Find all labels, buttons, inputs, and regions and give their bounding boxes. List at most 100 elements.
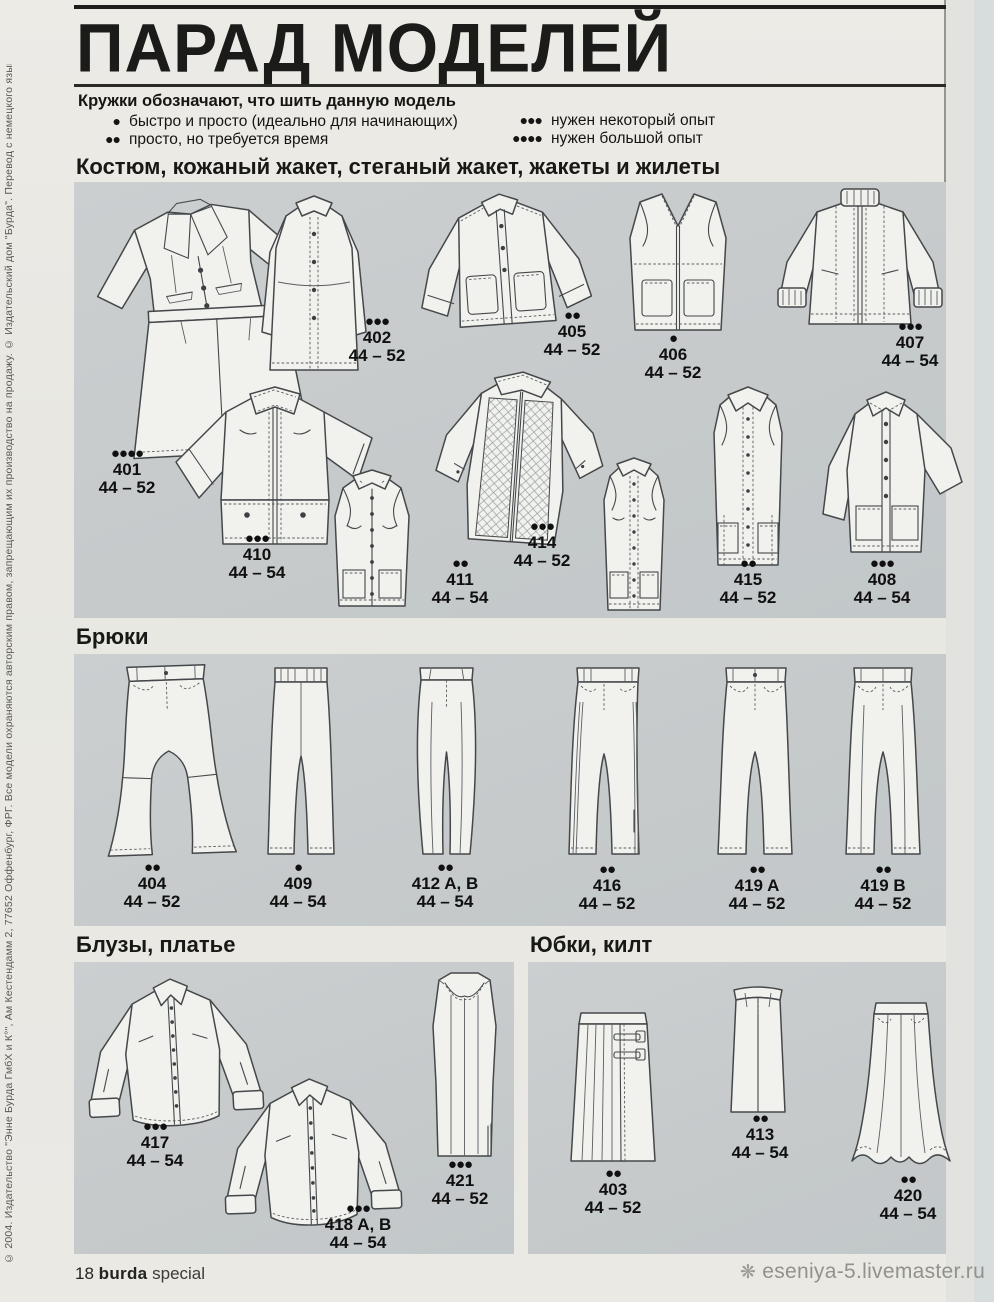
page-edge-margin [946, 0, 974, 1302]
difficulty-dots: ●●● [345, 1200, 371, 1217]
model-sizes: 44 – 52 [513, 551, 571, 571]
model-number: 408 [867, 570, 897, 589]
model-405-jacket-drawing [408, 184, 600, 344]
model-number: 417 [140, 1133, 170, 1152]
legend-item: ● быстро и просто (идеально для начинающ… [78, 113, 938, 131]
model-number: 413 [745, 1125, 775, 1144]
model-409-trousers-drawing [250, 660, 352, 858]
model-408-label: ●●● 408 44 – 54 [827, 555, 937, 608]
difficulty-dots: ● [112, 113, 121, 129]
difficulty-dots: ●●● [142, 1118, 168, 1135]
model-sizes: 44 – 54 [126, 1151, 184, 1171]
model-415-label: ●● 415 44 – 52 [693, 555, 803, 608]
model-409-label: ● 409 44 – 54 [243, 859, 353, 912]
difficulty-dots: ●●● [529, 518, 555, 535]
section-title-jackets: Костюм, кожаный жакет, стеганый жакет, ж… [76, 154, 721, 179]
difficulty-dots: ●● [739, 555, 757, 572]
difficulty-dots: ●● [604, 1165, 622, 1182]
model-411-vest-drawing [310, 468, 434, 612]
model-410-label: ●●● 410 44 – 54 [202, 530, 312, 583]
model-sizes: 44 – 52 [543, 340, 601, 360]
difficulty-dots: ●● [598, 861, 616, 878]
difficulty-dots: ●●● [897, 318, 923, 335]
model-sizes: 44 – 52 [719, 588, 777, 608]
model-number: 405 [557, 322, 587, 341]
model-419b-trousers-drawing [828, 660, 938, 858]
model-sizes: 44 – 54 [881, 351, 939, 371]
section-title-skirts: Юбки, килт [530, 932, 653, 957]
model-sizes: 44 – 52 [578, 894, 636, 914]
model-419a-label: ●● 419 A 44 – 52 [702, 861, 812, 914]
model-415-long-vest-drawing [583, 456, 685, 616]
model-number: 401 [112, 460, 142, 479]
model-404-trousers-drawing [87, 655, 252, 862]
model-number: 419 B [860, 876, 906, 895]
model-410-jacket-drawing [168, 382, 382, 566]
difficulty-dots: ●● [874, 861, 892, 878]
top-rule [74, 5, 946, 9]
model-number: 418 A, B [324, 1215, 392, 1234]
model-number: 407 [895, 333, 925, 352]
model-406-vest-drawing [610, 186, 746, 338]
difficulty-dots: ●●● [244, 530, 270, 547]
legend-heading: Кружки обозначают, что шить данную модел… [78, 92, 456, 110]
model-403-kilt-drawing [558, 1003, 668, 1167]
copyright-sidebar: © 2004. Издательство "Энне Бурда ГмбХ и … [3, 64, 15, 1264]
model-417-label: ●●● 417 44 – 54 [100, 1118, 210, 1171]
model-number: 406 [658, 345, 688, 364]
model-sizes: 44 – 54 [416, 892, 474, 912]
model-sizes: 44 – 52 [584, 1198, 642, 1218]
model-number: 409 [283, 874, 313, 893]
model-number: 403 [598, 1180, 628, 1199]
difficulty-dots: ●● [751, 1110, 769, 1127]
difficulty-dots: ●●● [869, 555, 895, 572]
model-sizes: 44 – 54 [329, 1233, 387, 1253]
legend-text: нужен большой опыт [551, 130, 703, 147]
model-418-blouse-drawing [210, 1073, 413, 1242]
difficulty-dots: ● [668, 330, 678, 347]
model-416-label: ●● 416 44 – 52 [552, 861, 662, 914]
model-number: 402 [362, 328, 392, 347]
model-414-quilted-jacket-drawing [427, 362, 609, 555]
flower-icon: ❋ [740, 1262, 757, 1283]
model-421-label: ●●● 421 44 – 52 [405, 1156, 515, 1209]
model-sizes: 44 – 54 [431, 588, 489, 608]
difficulty-legend: Кружки обозначают, что шить данную модел… [78, 92, 938, 149]
model-412-trousers-drawing [393, 660, 500, 858]
model-number: 416 [592, 876, 622, 895]
model-420-skirt-drawing [850, 993, 952, 1173]
model-420-label: ●● 420 44 – 54 [853, 1171, 963, 1224]
model-419a-trousers-drawing [698, 660, 812, 858]
model-421-dress-drawing [416, 966, 513, 1163]
model-419b-label: ●● 419 B 44 – 52 [828, 861, 938, 914]
model-418-label: ●●● 418 A, B 44 – 54 [303, 1200, 413, 1253]
difficulty-dots: ● [293, 859, 303, 876]
model-number: 410 [242, 545, 272, 564]
model-sizes: 44 – 52 [98, 478, 156, 498]
legend-item: ●●●● нужен большой опыт [470, 130, 715, 148]
difficulty-dots: ●●● [447, 1156, 473, 1173]
model-number: 404 [137, 874, 167, 893]
model-number: 411 [446, 570, 474, 589]
model-417-blouse-drawing [74, 971, 274, 1145]
edition-label: special [152, 1264, 206, 1283]
model-407-jacket-drawing [770, 184, 950, 336]
section-title-blouses: Блузы, платье [76, 932, 236, 957]
model-number: 419 A [734, 876, 780, 895]
difficulty-dots: ●● [563, 307, 581, 324]
model-407-label: ●●● 407 44 – 54 [855, 318, 965, 371]
difficulty-dots: ●● [143, 859, 161, 876]
model-sizes: 44 – 52 [644, 363, 702, 383]
model-408-jacket-drawing [810, 386, 963, 560]
model-number: 415 [733, 570, 763, 589]
model-405-label: ●● 405 44 – 52 [517, 307, 627, 360]
brand-logo: burda [98, 1264, 148, 1283]
model-sizes: 44 – 54 [731, 1143, 789, 1163]
model-413-label: ●● 413 44 – 54 [705, 1110, 815, 1163]
difficulty-dots: ●● [105, 131, 121, 147]
legend-item: ●● просто, но требуется время [78, 131, 938, 149]
model-number: 420 [893, 1186, 923, 1205]
scan-edge [974, 0, 994, 1302]
legend-text: просто, но требуется время [129, 131, 329, 148]
model-403-label: ●● 403 44 – 52 [558, 1165, 668, 1218]
